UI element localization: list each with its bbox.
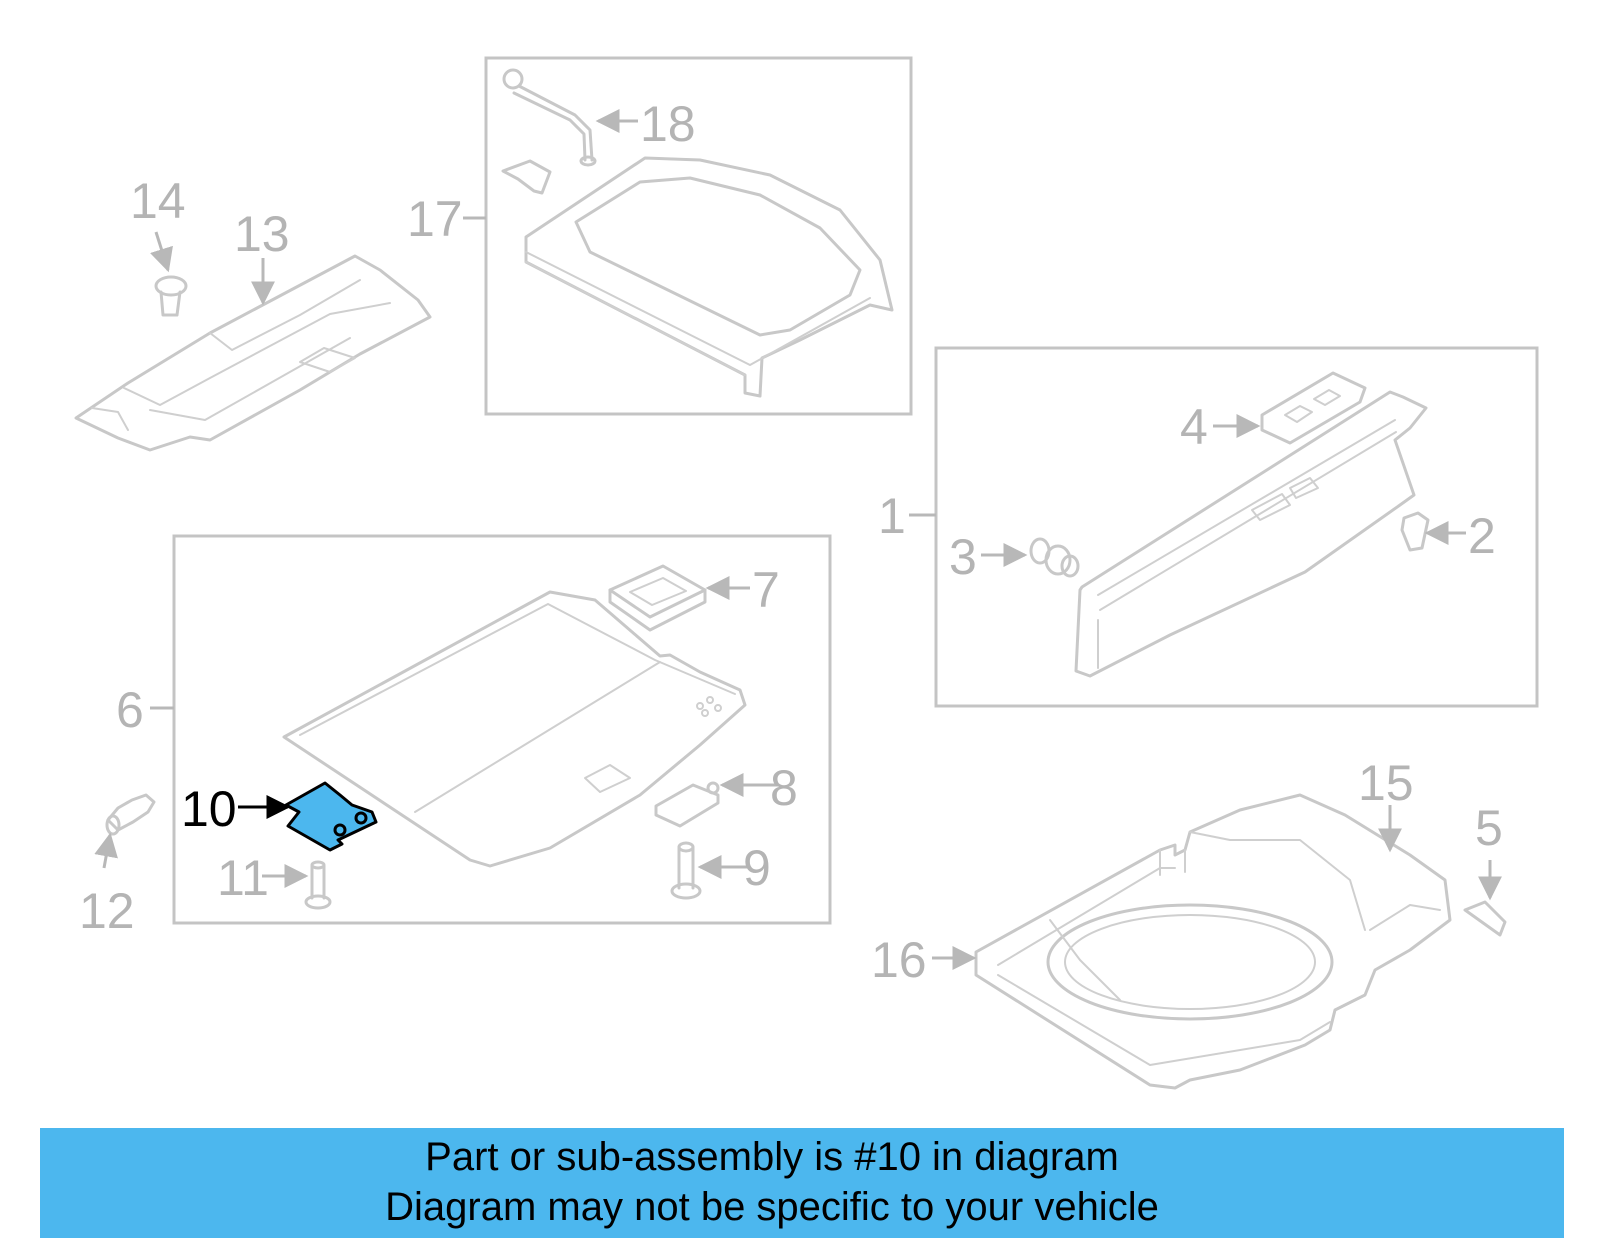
- callout-11[interactable]: 11: [217, 850, 269, 906]
- group-box-6: [172, 534, 832, 925]
- callout-4[interactable]: 4: [1180, 399, 1208, 455]
- part-3-push-pin: [1029, 537, 1080, 578]
- part-4-cover: [1260, 371, 1367, 445]
- callout-6[interactable]: 6: [116, 682, 144, 738]
- callout-7[interactable]: 7: [752, 562, 780, 618]
- callout-15[interactable]: 15: [1358, 755, 1414, 811]
- part-10-shape[interactable]: [284, 781, 378, 852]
- group-box-17: [484, 56, 913, 416]
- group-box-1: [934, 346, 1539, 708]
- parts-diagram: 18 17 14 13 4 1 3 2 7 6 8 10 9 11 12 15 …: [74, 56, 1539, 1090]
- callout-9[interactable]: 9: [743, 840, 771, 896]
- callout-18[interactable]: 18: [640, 96, 696, 152]
- part-2-clip: [1400, 511, 1430, 552]
- callout-12[interactable]: 12: [79, 883, 135, 939]
- part-11-bolt: [304, 860, 332, 910]
- callout-13[interactable]: 13: [234, 206, 290, 262]
- info-banner: Part or sub-assembly is #10 in diagram D…: [40, 1128, 1564, 1238]
- part-17-package-tray: [524, 156, 894, 398]
- part-14-push-clip: [154, 275, 188, 317]
- callout-16[interactable]: 16: [871, 932, 927, 988]
- part-9-bolt: [670, 841, 702, 900]
- callout-1[interactable]: 1: [878, 488, 906, 544]
- callout-14[interactable]: 14: [130, 173, 186, 229]
- callout-8[interactable]: 8: [770, 760, 798, 816]
- part-18-bracket: [501, 159, 552, 195]
- part-12-clip: [105, 793, 156, 836]
- leader-14: [150, 231, 173, 273]
- callout-3[interactable]: 3: [949, 529, 977, 585]
- part-5-clip: [1463, 900, 1507, 937]
- part-1-sill-trim: [1074, 390, 1428, 678]
- callout-17[interactable]: 17: [407, 191, 463, 247]
- part-13-floor-panel: [74, 254, 432, 452]
- banner-line-disclaimer: Diagram may not be specific to your vehi…: [385, 1185, 1159, 1229]
- part-10-pad-highlighted[interactable]: [284, 781, 378, 852]
- part-6-floor-board: [282, 590, 747, 868]
- callout-2[interactable]: 2: [1468, 508, 1496, 564]
- part-18-cable: [502, 68, 597, 167]
- part-8-bracket: [654, 781, 720, 828]
- callout-10[interactable]: 10: [181, 781, 237, 837]
- banner-line-part: Part or sub-assembly is #10 in diagram: [425, 1135, 1119, 1179]
- leader-12: [94, 832, 118, 869]
- part-7-cap: [608, 564, 707, 632]
- callout-5[interactable]: 5: [1475, 800, 1503, 856]
- part-15-16-tray: [974, 793, 1452, 1090]
